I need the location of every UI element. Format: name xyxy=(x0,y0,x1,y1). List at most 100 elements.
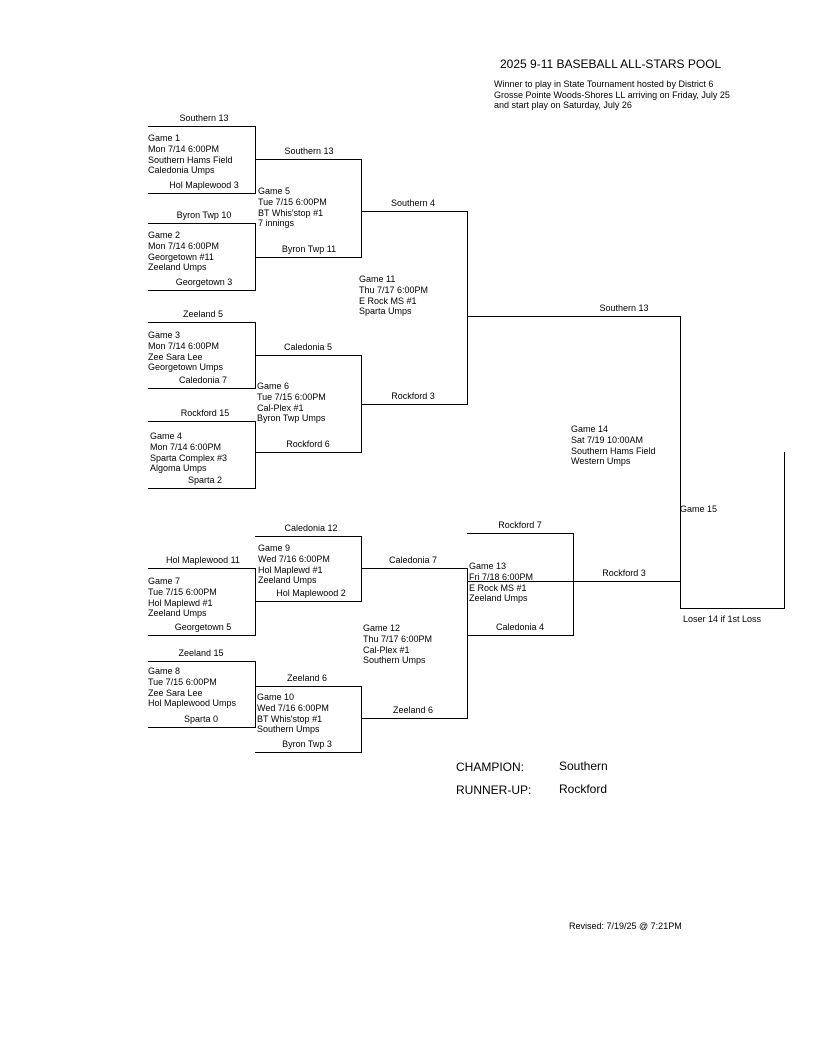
g5-info-line: Tue 7/15 6:00PM xyxy=(258,196,327,207)
g1-info-line: Mon 7/14 6:00PM xyxy=(148,143,220,154)
g13-top-line xyxy=(467,533,574,534)
g14-top-line xyxy=(467,316,681,317)
g4-info-line: Sparta Complex #3 xyxy=(150,452,228,463)
g8-info-line: Game 8 xyxy=(148,666,181,676)
g12-info-line: Thu 7/17 6:00PM xyxy=(363,633,433,644)
g7-bottom-team: Georgetown 5 xyxy=(174,622,232,632)
g1-info-line: Southern Hams Field xyxy=(148,154,233,165)
g11-info-line: Sparta Umps xyxy=(359,306,412,317)
g12-connector xyxy=(467,568,468,719)
g9-top-line xyxy=(255,536,362,537)
g7-connector xyxy=(255,568,256,636)
g8-bottom-line xyxy=(148,727,256,728)
game-15-lower-stem xyxy=(680,581,681,608)
g2-info-line: Georgetown #11 xyxy=(148,251,214,262)
g7-bottom-line xyxy=(148,635,256,636)
g7-info-line: Tue 7/15 6:00PM xyxy=(148,586,217,597)
g5-info-line: Game 5 xyxy=(258,186,291,196)
g6-bottom-team: Rockford 6 xyxy=(286,439,330,449)
g5-bottom-line xyxy=(255,257,362,258)
g5-top-line xyxy=(255,159,362,160)
g1-connector xyxy=(255,126,256,194)
g12-bottom-line xyxy=(361,718,468,719)
g13-bottom-team: Caledonia 4 xyxy=(495,622,545,632)
champion-value: Southern xyxy=(559,759,608,773)
g9-info-line: Zeeland Umps xyxy=(258,575,317,586)
g4-top-team: Rockford 15 xyxy=(180,408,230,418)
g10-info-line: BT Whis'stop #1 xyxy=(257,713,323,724)
g14-info-line: Sat 7/19 10:00AM xyxy=(571,434,644,445)
g4-info-line: Algoma Umps xyxy=(150,463,207,474)
g9-info-line: Hol Maplewd #1 xyxy=(258,564,323,575)
g11-info-line: Thu 7/17 6:00PM xyxy=(359,284,429,295)
g10-bottom-team: Byron Twp 3 xyxy=(282,739,332,749)
g5-info-line: 7 innings xyxy=(258,218,295,229)
tournament-note: Winner to play in State Tournament hoste… xyxy=(494,79,730,111)
g12-info-line: Game 12 xyxy=(363,623,401,633)
g4-info-line: Mon 7/14 6:00PM xyxy=(150,441,222,452)
tournament-note-line: Winner to play in State Tournament hoste… xyxy=(494,79,714,89)
g10-info-line: Wed 7/16 6:00PM xyxy=(257,702,329,713)
g10-connector xyxy=(361,686,362,753)
g6-info-line: Tue 7/15 6:00PM xyxy=(257,391,326,402)
g2-top-line xyxy=(148,223,256,224)
g2-bottom-team: Georgetown 3 xyxy=(175,277,233,287)
g12-info-line: Cal-Plex #1 xyxy=(363,644,410,655)
g13-info-line: Zeeland Umps xyxy=(469,593,528,604)
runner-up-label: RUNNER-UP: xyxy=(456,783,532,797)
g11-info-line: Game 11 xyxy=(359,274,396,284)
g6-top-team: Caledonia 5 xyxy=(283,342,333,352)
g11-connector xyxy=(467,211,468,405)
g11-top-team: Southern 4 xyxy=(390,198,436,208)
g2-info-line: Zeeland Umps xyxy=(148,262,207,273)
g2-bottom-line xyxy=(148,290,256,291)
g6-bottom-line xyxy=(255,452,362,453)
g8-bottom-team: Sparta 0 xyxy=(183,714,219,724)
g9-info-line: Wed 7/16 6:00PM xyxy=(258,553,330,564)
g1-info-line: Game 1 xyxy=(148,133,181,143)
g14-bottom-line xyxy=(467,581,681,582)
g4-bottom-team: Sparta 2 xyxy=(187,475,223,485)
g14-top-team: Southern 13 xyxy=(599,303,649,313)
g8-info-line: Zee Sara Lee xyxy=(148,687,203,698)
g3-info-line: Zee Sara Lee xyxy=(148,351,203,362)
g9-bottom-line xyxy=(255,601,362,602)
g5-top-team: Southern 13 xyxy=(284,146,334,156)
g12-top-team: Caledonia 7 xyxy=(388,555,438,565)
g7-top-line xyxy=(148,568,256,569)
g6-info-line: Game 6 xyxy=(257,381,290,391)
page-title: 2025 9-11 BASEBALL ALL-STARS POOL xyxy=(500,57,722,71)
g12-info-line: Southern Umps xyxy=(363,655,426,666)
g6-top-line xyxy=(255,355,362,356)
g8-top-team: Zeeland 15 xyxy=(178,648,224,658)
g8-info-line: Tue 7/15 6:00PM xyxy=(148,676,217,687)
g7-top-team: Hol Maplewood 11 xyxy=(166,555,240,565)
g5-connector xyxy=(361,159,362,258)
g9-top-team: Caledonia 12 xyxy=(284,523,338,533)
g14-info-line: Game 14 xyxy=(571,424,609,434)
g1-top-line xyxy=(148,126,256,127)
g14-bottom-team: Rockford 3 xyxy=(602,568,646,578)
g1-bottom-line xyxy=(148,193,256,194)
g8-top-line xyxy=(148,661,256,662)
revised-timestamp: Revised: 7/19/25 @ 7:21PM xyxy=(569,921,682,931)
g1-bottom-team: Hol Maplewood 3 xyxy=(169,180,239,190)
game-15-bottom-line xyxy=(680,608,785,609)
g12-top-line xyxy=(361,568,468,569)
g3-info-line: Georgetown Umps xyxy=(148,362,224,373)
g3-bottom-line xyxy=(148,388,256,389)
tournament-note-line: and start play on Saturday, July 26 xyxy=(494,100,632,110)
g8-info-line: Hol Maplewood Umps xyxy=(148,698,237,709)
g4-top-line xyxy=(148,421,256,422)
game-15-note: Loser 14 if 1st Loss xyxy=(683,614,762,624)
g3-bottom-team: Caledonia 7 xyxy=(178,375,228,385)
g3-info-line: Mon 7/14 6:00PM xyxy=(148,340,220,351)
g2-info-line: Game 2 xyxy=(148,230,181,240)
g5-bottom-team: Byron Twp 11 xyxy=(281,244,337,254)
g4-connector xyxy=(255,421,256,489)
g6-info-line: Byron Twp Umps xyxy=(257,413,326,424)
g14-info-line: Western Umps xyxy=(571,456,631,467)
g10-info-line: Game 10 xyxy=(257,692,295,702)
g13-bottom-line xyxy=(467,635,574,636)
g9-connector xyxy=(361,536,362,602)
